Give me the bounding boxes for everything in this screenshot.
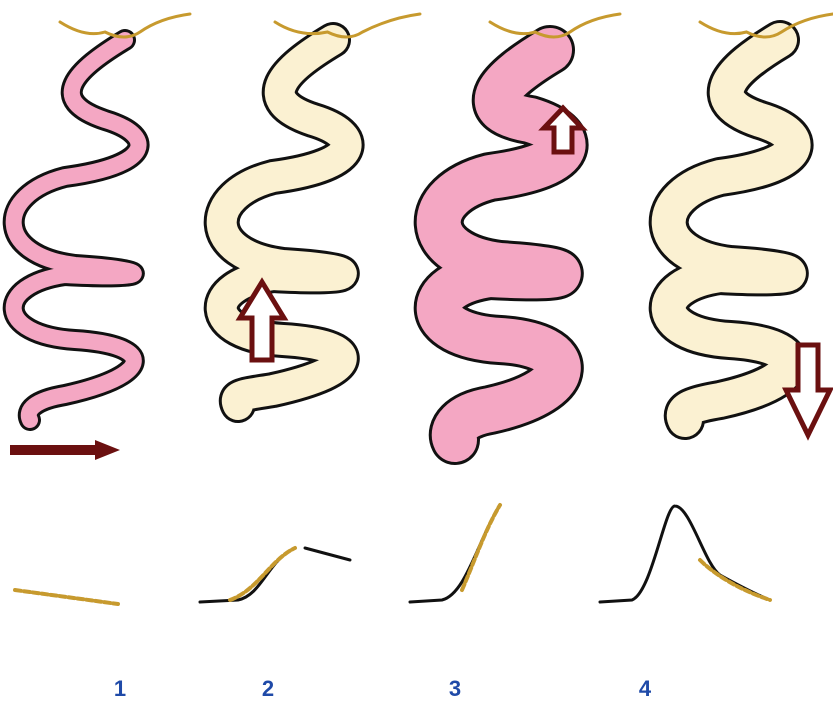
- stage-4-label: 4: [625, 676, 665, 702]
- coil-layer: [14, 40, 794, 440]
- stage-1-arrow-right-icon: [10, 440, 120, 460]
- stage-4-coil-fill: [669, 40, 794, 420]
- stage-2-label: 2: [248, 676, 288, 702]
- stage-1-label: 1: [100, 676, 140, 702]
- stage-4-curve: [600, 506, 770, 602]
- stage-1-curve-highlight: [15, 590, 118, 604]
- top-ink-layer: [60, 14, 833, 37]
- stage-1-coil-fill: [14, 40, 139, 420]
- stage-3-curve: [410, 505, 500, 602]
- stage-3-label: 3: [435, 676, 475, 702]
- stage-2-curve: [200, 548, 350, 602]
- stage-3-curve-highlight: [462, 505, 500, 590]
- curve-layer: [15, 505, 770, 604]
- stage-2-coil-fill: [222, 40, 347, 405]
- stage-2-curve-highlight: [230, 548, 295, 600]
